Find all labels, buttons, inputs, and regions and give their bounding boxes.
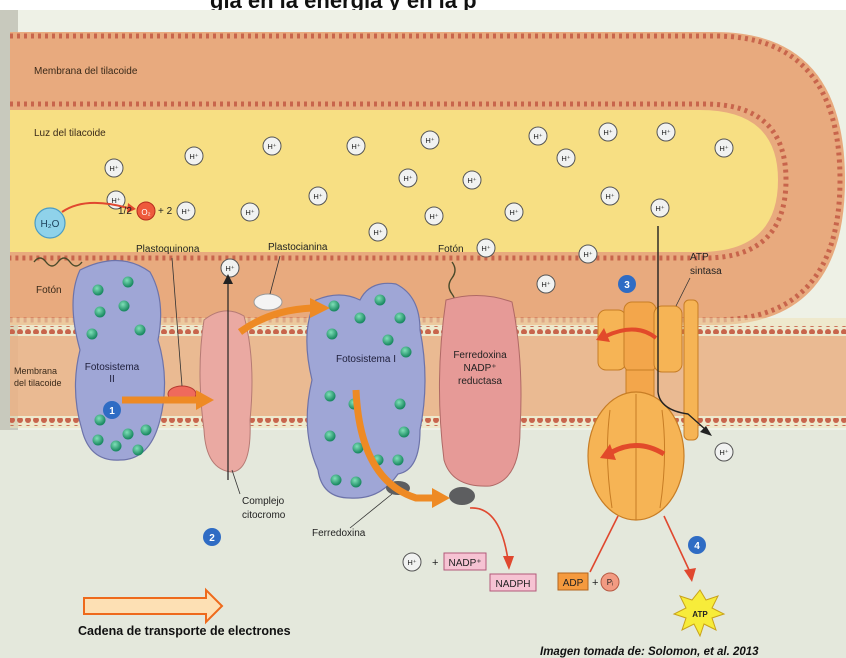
label-luz-tilacoide: Luz del tilacoide — [34, 128, 106, 139]
chlorophyll-dot — [135, 325, 146, 336]
chlorophyll-dot — [111, 441, 122, 452]
chlorophyll-dot — [133, 445, 144, 456]
h-ion-stroma-label: H⁺ — [719, 448, 728, 457]
h-ion-split-label: H⁺ — [181, 207, 190, 216]
h-ion-lumen-label: H⁺ — [603, 128, 612, 137]
fotosistema-ii-label-1: Fotosistema — [85, 362, 140, 373]
chlorophyll-dot — [393, 455, 404, 466]
atp-label: ATP — [692, 610, 708, 619]
step-4-label: 4 — [694, 541, 700, 552]
chlorophyll-dot — [95, 415, 106, 426]
label-membrana-izq-1: Membrana — [14, 366, 57, 376]
chlorophyll-dot — [95, 307, 106, 318]
label-membrana-tilacoide: Membrana del tilacoide — [34, 66, 138, 77]
chlorophyll-dot — [329, 301, 340, 312]
foton-center-label: Fotón — [438, 244, 464, 255]
chlorophyll-dot — [401, 347, 412, 358]
h-ion-lumen-label: H⁺ — [655, 204, 664, 213]
chlorophyll-dot — [87, 329, 98, 340]
plastoquinona-label: Plastoquinona — [136, 244, 200, 255]
chlorophyll-dot — [141, 425, 152, 436]
chlorophyll-dot — [355, 313, 366, 324]
fotosistema-i-label: Fotosistema I — [336, 354, 396, 365]
h-ion-lumen-label: H⁺ — [583, 250, 592, 259]
h-ion-lumen-label: H⁺ — [533, 132, 542, 141]
h-ion-lumen-label: H⁺ — [429, 212, 438, 221]
chlorophyll-dot — [325, 391, 336, 402]
ferredoxina-shape-2 — [449, 487, 475, 505]
step-2-label: 2 — [209, 533, 215, 544]
h-ion-lumen-label: H⁺ — [467, 176, 476, 185]
step-1-label: 1 — [109, 406, 115, 417]
h-ion-lumen-label: H⁺ — [661, 128, 670, 137]
chlorophyll-dot — [123, 429, 134, 440]
h2o-label: H₂O — [41, 219, 60, 230]
nadph-label: NADPH — [495, 579, 530, 590]
chlorophyll-dot — [93, 285, 104, 296]
fnr-label-1: Ferredoxina — [453, 350, 507, 361]
chlorophyll-dot — [375, 295, 386, 306]
atp-sintasa-peripheral-stalk — [684, 300, 698, 440]
h-ion-lumen-label: H⁺ — [425, 136, 434, 145]
chlorophyll-dot — [93, 435, 104, 446]
plus-2-label: + 2 — [158, 206, 173, 217]
pi-label: Pᵢ — [607, 578, 614, 587]
half-o2-label: 1/2 — [118, 206, 132, 217]
plus-sign-1: + — [432, 557, 438, 569]
h-ion-lumen-label: H⁺ — [189, 152, 198, 161]
chlorophyll-dot — [383, 335, 394, 346]
o2-label: O₂ — [141, 208, 150, 217]
h-ion-lumen-label: H⁺ — [509, 208, 518, 217]
nadp-label: NADP⁺ — [448, 558, 481, 569]
h-ion-lumen-label: H⁺ — [267, 142, 276, 151]
h-ion-lumen-label: H⁺ — [245, 208, 254, 217]
chlorophyll-dot — [327, 329, 338, 340]
chlorophyll-dot — [399, 427, 410, 438]
label-membrana-izq-2: del tilacoide — [14, 378, 62, 388]
fnr-label-3: reductasa — [458, 376, 502, 387]
h-ion-lumen-label: H⁺ — [605, 192, 614, 201]
legend-caption: Cadena de transporte de electrones — [78, 624, 291, 638]
h-ion-lumen-label: H⁺ — [109, 164, 118, 173]
fnr-label-2: NADP⁺ — [463, 363, 496, 374]
plastocianina-shape — [254, 294, 282, 310]
fotosistema-ii-label-2: II — [109, 374, 115, 385]
image-credit: Imagen tomada de: Solomon, et al. 2013 — [540, 646, 759, 658]
chlorophyll-dot — [395, 399, 406, 410]
ferredoxina-nadp-reductasa — [439, 295, 521, 486]
atp-sintasa-label-1: ATP — [690, 252, 709, 263]
h-ion-lumen-label: H⁺ — [403, 174, 412, 183]
h-ion-lumen-label: H⁺ — [561, 154, 570, 163]
h-ion-nadp-label: H⁺ — [407, 558, 416, 567]
h-ion-lumen-label: H⁺ — [719, 144, 728, 153]
chlorophyll-dot — [351, 477, 362, 488]
complejo-label-2: citocromo — [242, 510, 286, 521]
h-ion-lumen-label: H⁺ — [373, 228, 382, 237]
chlorophyll-dot — [119, 301, 130, 312]
complejo-citocromo — [200, 311, 252, 472]
h-ion-lumen-label: H⁺ — [225, 264, 234, 273]
ferredoxina-label: Ferredoxina — [312, 528, 366, 539]
h-ion-lumen-label: H⁺ — [313, 192, 322, 201]
step-3-label: 3 — [624, 280, 630, 291]
fotosistema-i — [307, 283, 425, 498]
plastocianina-label: Plastocianina — [268, 242, 328, 253]
h-ion-lumen-label: H⁺ — [351, 142, 360, 151]
plus-sign-2: + — [592, 577, 598, 589]
complejo-label-1: Complejo — [242, 496, 285, 507]
chlorophyll-dot — [395, 313, 406, 324]
chlorophyll-dot — [325, 431, 336, 442]
atp-sintasa-label-2: sintasa — [690, 266, 722, 277]
h-ion-lumen-label: H⁺ — [481, 244, 490, 253]
chlorophyll-dot — [123, 277, 134, 288]
h-ion-lumen-label: H⁺ — [541, 280, 550, 289]
foton-left-label: Fotón — [36, 285, 62, 296]
chlorophyll-dot — [331, 475, 342, 486]
adp-label: ADP — [563, 578, 584, 589]
